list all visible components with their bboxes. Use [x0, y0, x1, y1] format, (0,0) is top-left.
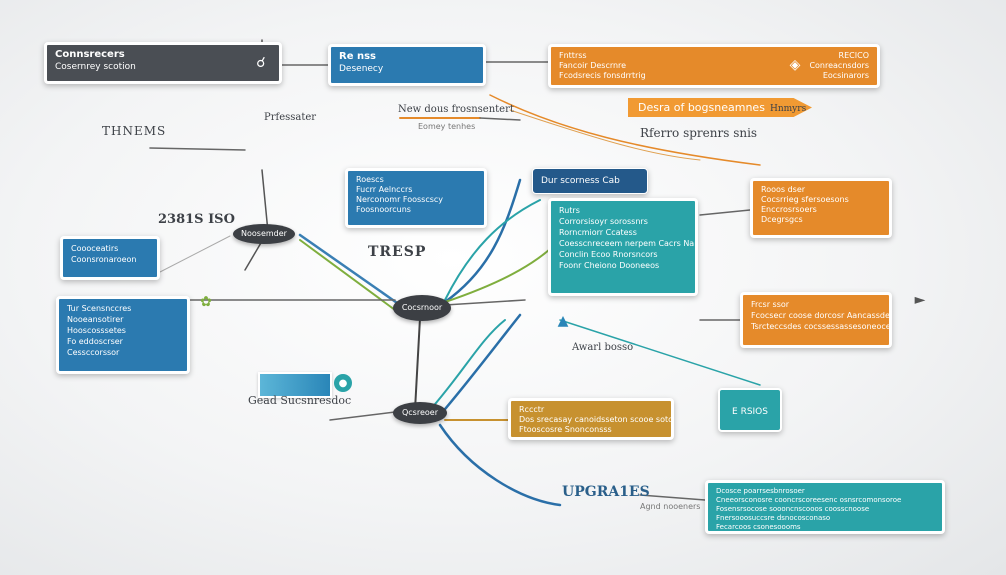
card-line: Fcodsrecis fonsdrrtrig	[559, 71, 646, 80]
label-new-sub: Eomey tenhes	[418, 122, 476, 131]
card-line: Cneeorsconosre cooncrscoreesenc osnsrcom…	[716, 496, 902, 504]
card-line: Fnttrss	[559, 51, 587, 60]
card-line: Cessccorssor	[67, 348, 120, 357]
rocket-icon: ▲	[557, 313, 569, 329]
card-line: Coonsronaroeon	[71, 255, 137, 264]
card-line: Fecarcoos csonesoooms	[716, 523, 801, 531]
circle-icon: ●	[334, 374, 352, 392]
dark-pill: Dur scorness Cab	[532, 168, 648, 194]
teal-small-card: E RSIOS	[718, 388, 782, 432]
card-line: Rooos dser	[761, 185, 806, 194]
card-line: Eocsinarors	[822, 71, 869, 80]
banner-subtitle: Hnmyrs	[770, 104, 807, 114]
label-2381: 2381S ISO	[158, 212, 235, 227]
megaphone-icon: ►	[914, 292, 926, 308]
label-rfenro: Rferro sprenrs snis	[640, 126, 758, 140]
award-icon: ◈	[789, 57, 801, 73]
top-orange-card: Fnttrss Fancoir Descrnre Fcodsrecis fons…	[548, 44, 880, 88]
card-line: Hooscosssetes	[67, 326, 126, 335]
orange-banner: Desra of bogsneamnes	[628, 98, 812, 117]
card-line: Dos srecasay canoidsseton scooe sotcsns	[519, 415, 674, 424]
headset-icon: ☌	[256, 55, 266, 71]
bottom-teal-card: Dcosce poarrsesbnrosoer Cneeorsconosre c…	[705, 480, 945, 534]
card-line: Fosensrsocose soooncnscooos coosscnoose	[716, 505, 870, 513]
card-line: Desenecy	[339, 64, 384, 74]
label-thinems: THNEMS	[102, 124, 167, 138]
hub-bottom: Qcsreoer	[393, 402, 447, 424]
card-line: Conreacnsdors	[809, 61, 869, 70]
card-line: Nerconomr Foosscscy	[356, 195, 444, 204]
label-new: New dous frosnsentert	[398, 104, 514, 115]
card-line: Rutrs	[559, 206, 580, 215]
top-left-card: Connsrecers Cosernrey scotion	[44, 42, 282, 84]
card-line: Nooeansotirer	[67, 315, 124, 324]
card-line: Cocsrrieg sfersoesons	[761, 195, 849, 204]
orange-card-right-2: Frcsr ssor Fcocsecr coose dorcosr Aancas…	[740, 292, 892, 348]
label-upgrade-sub: Agnd nooeners	[640, 502, 701, 511]
card-line: Dcosce poarrsesbnrosoer	[716, 487, 805, 495]
teal-card: Rutrs Corrorsisoyr sorossnrs Rorncmiorr …	[548, 198, 698, 296]
card-line: Fnersooosuccsre dsnocosconaso	[716, 514, 831, 522]
card-line: Cosernrey scotion	[55, 62, 136, 72]
card-line: Dcegrsgcs	[761, 215, 803, 224]
card-line: Fucrr Aelnccrs	[356, 185, 413, 194]
card-line: Corrorsisoyr sorossnrs	[559, 217, 648, 226]
card-line: Frcsr ssor	[751, 300, 790, 309]
blue-card-middle: Roescs Fucrr Aelnccrs Nerconomr Foosscsc…	[345, 168, 487, 228]
label-gead: Gead Sucsnresdoc	[248, 394, 352, 407]
card-line: Rorncmiorr Ccatess	[559, 228, 637, 237]
leaf-icon: ✿	[200, 294, 212, 310]
card-line: Roescs	[356, 175, 384, 184]
label-upgrade: UPGRA1ES	[562, 484, 650, 500]
card-line: Coooceatirs	[71, 244, 119, 253]
left-blue-small-card: Coooceatirs Coonsronaroeon	[60, 236, 160, 280]
hub-middle: Cocsrnoor	[393, 295, 451, 321]
card-line: Tur Scensnccres	[67, 304, 132, 313]
card-line: Enccrosrsoers	[761, 205, 817, 214]
olive-card: Rccctr Dos srecasay canoidsseton scooe s…	[508, 398, 674, 440]
card-title: Connsrecers	[55, 49, 125, 60]
orange-card-right-1: Rooos dser Cocsrrieg sfersoesons Enccros…	[750, 178, 892, 238]
left-blue-big-card: Tur Scensnccres Nooeansotirer Hooscossse…	[56, 296, 190, 374]
card-line: Conclin Ecoo Rnorsncors	[559, 250, 658, 259]
label-award: Awarl bosso	[572, 342, 634, 353]
card-line: Fo eddoscrser	[67, 337, 123, 346]
chart-thumbnail	[258, 372, 332, 398]
card-line: Fcocsecr coose dorcosr Aancassdenes	[751, 311, 892, 320]
label-prfessater: Prfessater	[264, 112, 317, 123]
card-line: Rccctr	[519, 405, 545, 414]
card-line: Foonr Cheiono Dooneeos	[559, 261, 660, 270]
card-line: Foosnoorcuns	[356, 205, 411, 214]
card-line: Ftooscosre Snonconsss	[519, 425, 612, 434]
hub-left: Noosemder	[233, 224, 295, 244]
card-line: RECICO	[838, 51, 869, 60]
label-tresp: TRESP	[368, 244, 427, 260]
card-line: Fancoir Descrnre	[559, 61, 627, 70]
card-line: Tsrcteccsdes cocssessassesoneoce	[751, 322, 891, 331]
card-line: Coesscnreceem nerpem Cacrs Nar	[559, 239, 698, 248]
card-title: Re nss	[339, 51, 376, 62]
top-blue-card: Re nss Desenecy	[328, 44, 486, 86]
